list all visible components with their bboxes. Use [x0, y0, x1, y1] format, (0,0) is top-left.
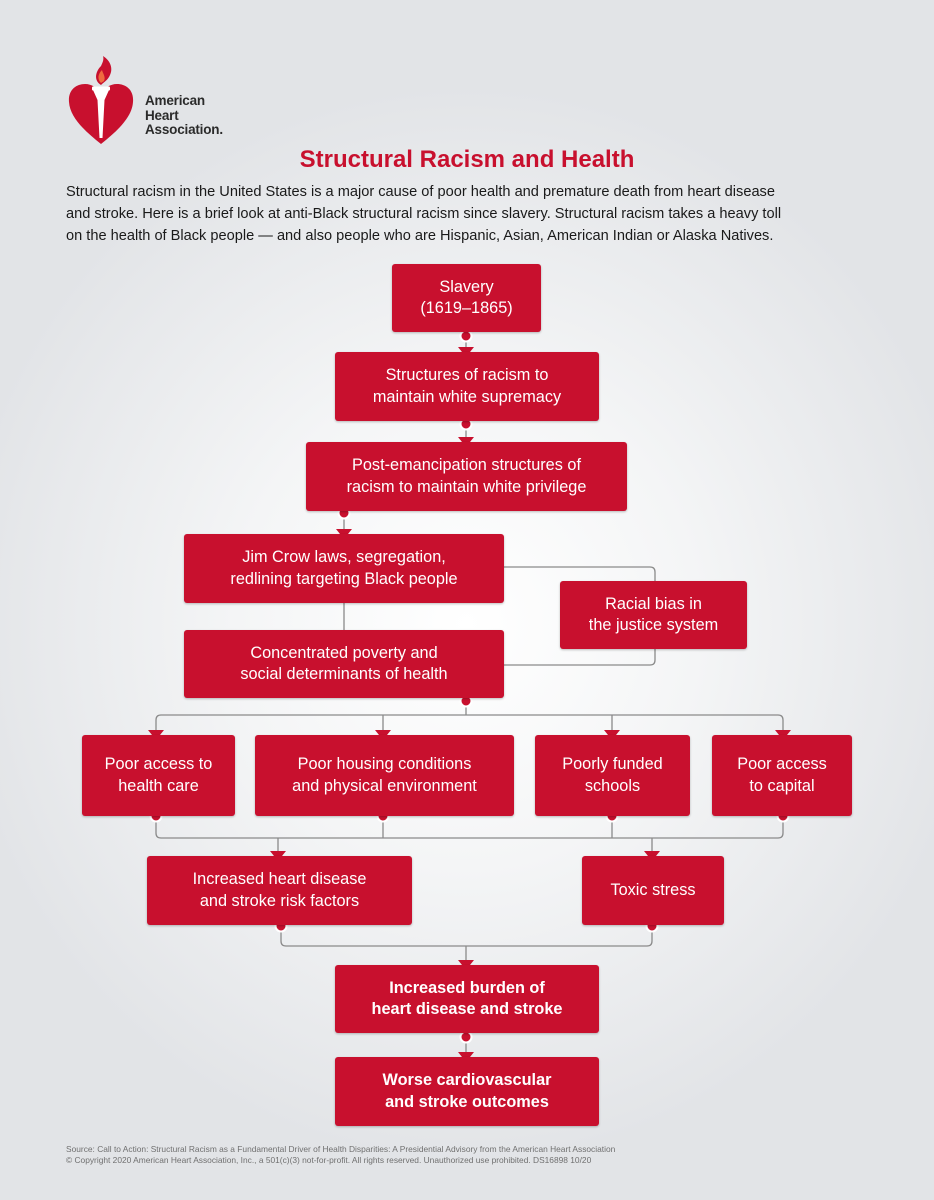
connector-dot [459, 329, 473, 343]
node-racial-bias: Racial bias in the justice system [560, 581, 747, 649]
node-label-line: Toxic stress [610, 880, 696, 899]
node-label-line: Poor housing conditions [297, 755, 472, 773]
brand-name: American Heart Association. [145, 93, 223, 138]
node-label-line: Structures of racism to [385, 366, 549, 384]
node-risk-factors: Increased heart disease and stroke risk … [147, 856, 412, 925]
node-label-line: Poor access [737, 755, 827, 773]
node-label-line: racism to maintain white privilege [346, 477, 587, 496]
page-title: Structural Racism and Health [299, 146, 635, 173]
intro-line: Structural racism in the United States i… [66, 184, 775, 200]
node-label-line: Slavery [439, 277, 494, 296]
node-concentrated-poverty: Concentrated poverty and social determin… [184, 630, 504, 698]
node-jim-crow: Jim Crow laws, segregation, redlining ta… [184, 534, 504, 603]
brand-line: Heart [145, 107, 179, 123]
node-label-line: schools [584, 776, 641, 795]
node-label-line: to capital [749, 776, 815, 795]
node-post-emancipation: Post-emancipation structures of racism t… [306, 442, 627, 511]
node-label-line: Poor access to [104, 755, 213, 773]
node-label-line: Poorly funded [562, 755, 663, 773]
footer-copyright: © Copyright 2020 American Heart Associat… [66, 1155, 592, 1165]
node-label-line: maintain white supremacy [372, 387, 562, 406]
node-label-line: Post-emancipation structures of [352, 456, 581, 474]
node-label-line: health care [118, 776, 199, 795]
node-label-line: Jim Crow laws, segregation, [242, 548, 446, 566]
connector-dot [459, 1030, 473, 1044]
brand-line: Association. [145, 122, 223, 137]
brand-line: American [145, 93, 205, 108]
node-label-line: and stroke risk factors [199, 891, 360, 910]
node-label-line: the justice system [588, 616, 719, 634]
node-label-line: redlining targeting Black people [230, 569, 458, 588]
node-housing: Poor housing conditions and physical env… [255, 735, 514, 816]
node-label-line: Concentrated poverty and [250, 643, 438, 662]
node-capital: Poor access to capital [712, 735, 852, 816]
node-label-line: Racial bias in [605, 594, 702, 613]
footer: Source: Call to Action: Structural Racis… [66, 1144, 886, 1166]
node-label-line: (1619–1865) [420, 299, 513, 317]
node-slavery: Slavery (1619–1865) [392, 264, 541, 332]
intro-line: on the health of Black people — and also… [66, 228, 774, 244]
node-label-line: Worse cardiovascular [382, 1071, 552, 1089]
node-structures-of-racism: Structures of racism to maintain white s… [335, 352, 599, 421]
node-health-care: Poor access to health care [82, 735, 235, 816]
node-label-line: social determinants of health [240, 665, 448, 683]
node-schools: Poorly funded schools [535, 735, 690, 816]
node-label-line: Increased heart disease [192, 870, 367, 888]
node-label-line: Increased burden of [389, 978, 545, 997]
intro-line: and stroke. Here is a brief look at anti… [66, 206, 782, 222]
intro-text: Structural racism in the United States i… [66, 181, 876, 247]
node-label-line: and stroke outcomes [385, 1092, 549, 1111]
node-label-line: and physical environment [292, 776, 477, 795]
footer-source: Source: Call to Action: Structural Racis… [66, 1144, 616, 1154]
node-label-line: heart disease and stroke [371, 1000, 563, 1018]
node-increased-burden: Increased burden of heart disease and st… [335, 965, 599, 1033]
heart-torch-logo-icon [68, 56, 134, 144]
node-worse-outcomes: Worse cardiovascular and stroke outcomes [335, 1057, 599, 1126]
node-toxic-stress: Toxic stress [582, 856, 724, 925]
